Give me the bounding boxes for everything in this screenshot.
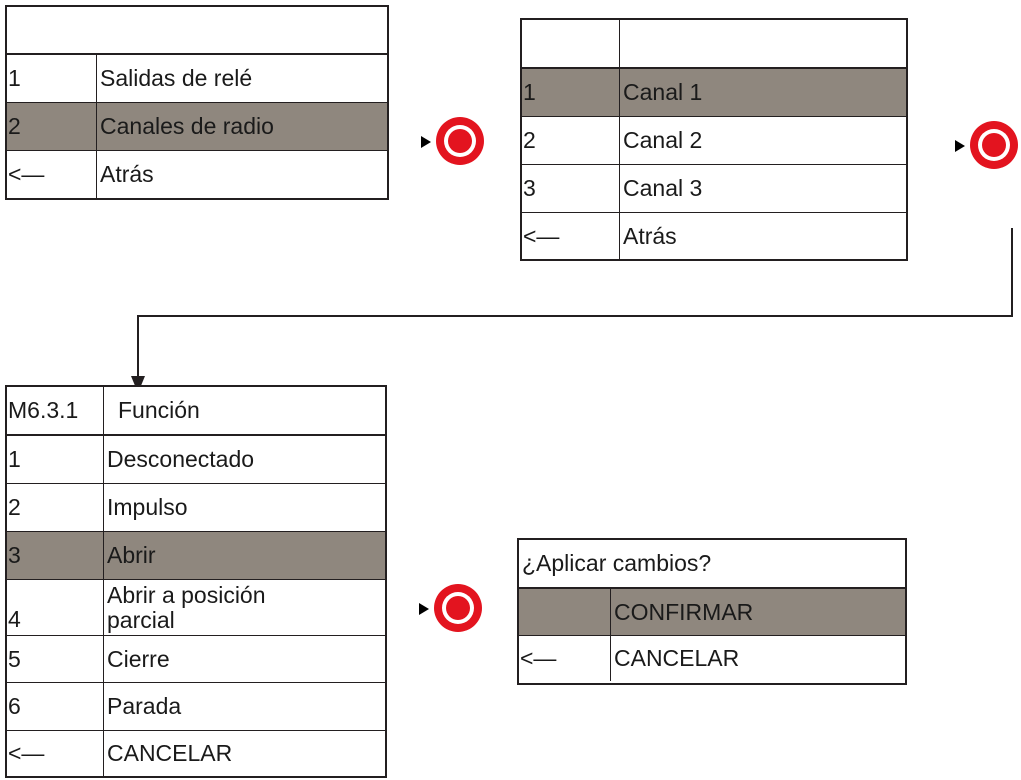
dialog-confirm-option[interactable]: CONFIRMAR: [519, 588, 905, 635]
menu-item-disconnected[interactable]: 1 Desconectado: [7, 435, 385, 483]
menu-item-back[interactable]: <— Atrás: [7, 150, 387, 198]
item-label: Cierre: [107, 645, 170, 672]
item-key: 4: [7, 580, 104, 635]
menu-header: M6.3.1 Función: [7, 387, 385, 435]
menu-item-open-partial[interactable]: 4 Abrir a posición parcial: [7, 579, 385, 635]
menu-item-close[interactable]: 5 Cierre: [7, 635, 385, 682]
play-arrow-icon: [955, 140, 965, 152]
menu-item-impulse[interactable]: 2 Impulso: [7, 483, 385, 531]
menu-item-relay-outputs[interactable]: 1 Salidas de relé: [7, 54, 387, 102]
press-knob-icon: [434, 584, 482, 632]
item-key: [519, 589, 611, 635]
dialog-title: ¿Aplicar cambios?: [522, 550, 712, 576]
menu-item-cancel[interactable]: <— CANCELAR: [7, 730, 385, 776]
item-key: 2: [7, 103, 97, 150]
play-arrow-icon: [419, 603, 429, 615]
menu-item-stop[interactable]: 6 Parada: [7, 682, 385, 730]
header-title: [7, 7, 387, 53]
item-label: CANCELAR: [107, 740, 233, 767]
dialog-apply-changes: ¿Aplicar cambios? CONFIRMAR <— CANCELAR: [517, 538, 907, 685]
menu-radio-select: 1 Salidas de relé 2 Canales de radio <— …: [5, 5, 389, 200]
item-label: Canal 2: [623, 127, 703, 154]
item-label: Salidas de relé: [100, 65, 253, 92]
menu-item-channel-3[interactable]: 3 Canal 3: [522, 164, 906, 212]
menu-item-back[interactable]: <— Atrás: [522, 212, 906, 259]
press-knob-trigger[interactable]: [955, 121, 1021, 171]
item-key: 1: [7, 55, 97, 102]
press-knob-trigger[interactable]: [421, 117, 501, 167]
item-key: 3: [522, 165, 620, 212]
arrow-down-icon: [131, 376, 145, 393]
header-key: M6.3.1: [7, 387, 104, 434]
item-key: <—: [7, 151, 97, 198]
item-key: 2: [522, 117, 620, 164]
item-key: <—: [522, 213, 620, 259]
item-label: Atrás: [100, 161, 154, 188]
menu-item-radio-channels[interactable]: 2 Canales de radio: [7, 102, 387, 150]
item-key: 1: [522, 69, 620, 116]
menu-item-open[interactable]: 3 Abrir: [7, 531, 385, 579]
item-label: Parada: [107, 693, 182, 720]
play-arrow-icon: [421, 136, 431, 148]
header-key: [522, 20, 620, 67]
menu-item-channel-1[interactable]: 1 Canal 1: [522, 68, 906, 116]
menu-channels: 1 Canal 1 2 Canal 2 3 Canal 3 <— Atrás: [520, 18, 908, 261]
header-title: Función: [118, 397, 200, 424]
item-label: CANCELAR: [614, 645, 740, 672]
item-label: Atrás: [623, 222, 677, 249]
item-label: Canal 3: [623, 175, 703, 202]
item-label: Canales de radio: [100, 113, 274, 140]
item-key: 5: [7, 636, 104, 682]
item-label: Abrir: [107, 542, 156, 569]
menu-item-channel-2[interactable]: 2 Canal 2: [522, 116, 906, 164]
dialog-cancel-option[interactable]: <— CANCELAR: [519, 635, 905, 681]
press-knob-trigger[interactable]: [419, 584, 499, 634]
item-key: 6: [7, 683, 104, 730]
press-knob-icon: [970, 121, 1018, 169]
menu-function: M6.3.1 Función 1 Desconectado 2 Impulso …: [5, 385, 387, 778]
item-key: 1: [7, 436, 104, 483]
item-key: <—: [519, 636, 611, 681]
item-label: Impulso: [107, 494, 188, 521]
item-label: CONFIRMAR: [614, 598, 754, 625]
menu-header: [522, 20, 906, 68]
item-label: Canal 1: [623, 79, 703, 106]
header-title: [620, 20, 623, 67]
press-knob-icon: [436, 117, 484, 165]
item-key: 2: [7, 484, 104, 531]
item-label: Desconectado: [107, 446, 255, 473]
item-key: <—: [7, 731, 104, 776]
dialog-header: ¿Aplicar cambios?: [519, 540, 905, 588]
item-label: Abrir a posición parcial: [107, 582, 266, 633]
menu-header: [7, 7, 387, 54]
item-key: 3: [7, 532, 104, 579]
